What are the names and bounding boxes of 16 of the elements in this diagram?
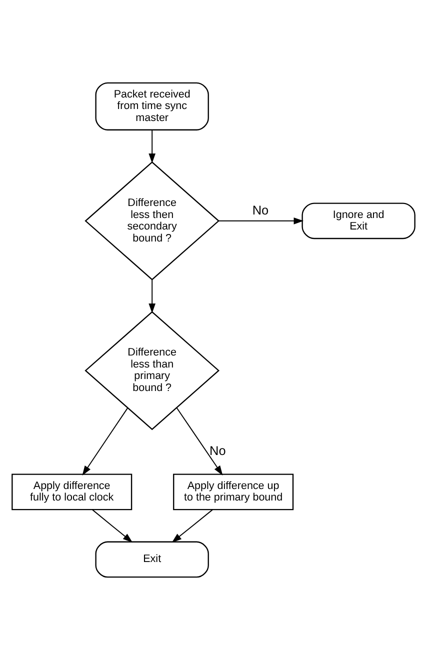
edge-label: No bbox=[210, 443, 226, 458]
arrow bbox=[148, 279, 156, 314]
edge-label: No bbox=[252, 202, 269, 218]
node-box: Apply difference up to the primary bound bbox=[173, 474, 294, 510]
node-diamond: Difference less than primary bound ? bbox=[84, 311, 220, 430]
node-box: Packet received from time sync master bbox=[95, 82, 209, 130]
arrow bbox=[148, 130, 156, 164]
node-box: Exit bbox=[95, 541, 209, 578]
arrow bbox=[172, 509, 213, 543]
node-diamond: Difference less then secondary bound ? bbox=[84, 161, 220, 280]
node-box: Apply difference fully to local clock bbox=[12, 474, 132, 510]
arrow bbox=[218, 217, 304, 224]
arrow bbox=[82, 408, 128, 476]
arrow bbox=[176, 407, 223, 476]
node-box: Ignore and Exit bbox=[302, 202, 416, 240]
arrow bbox=[92, 509, 133, 543]
